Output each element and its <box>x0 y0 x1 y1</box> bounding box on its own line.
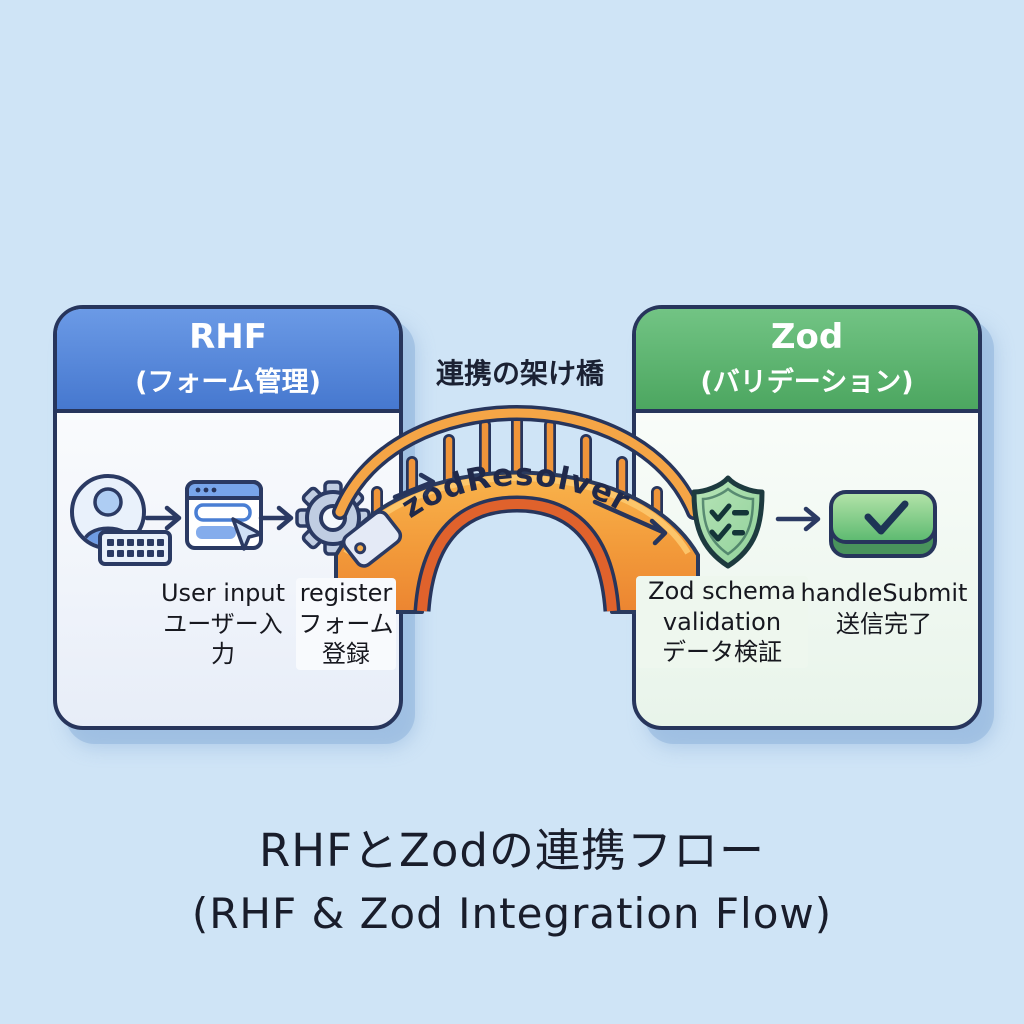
check-icon <box>864 500 909 535</box>
check-icon <box>709 523 732 542</box>
label-zod-validation: Zod schema validation データ検証 <box>636 576 808 669</box>
rhf-panel-header: RHF (フォーム管理) <box>57 309 399 413</box>
bridge-arrow-right <box>592 499 668 546</box>
bridge-arrow-left <box>392 472 436 500</box>
label-register-en: register <box>299 579 393 607</box>
label-user-input-ja: ユーザー入力 <box>163 609 283 669</box>
check-icon <box>709 503 732 522</box>
label-register: register フォーム登録 <box>296 578 396 671</box>
form-window-icon <box>185 480 263 551</box>
zod-panel-title: Zod <box>770 316 844 357</box>
label-handle-submit-ja: 送信完了 <box>836 609 932 638</box>
tag-icon <box>341 510 403 568</box>
shield-check-icon <box>691 475 765 569</box>
diagram-title: RHFとZodの連携フロー (RHF & Zod Integration Flo… <box>0 814 1024 938</box>
label-user-input: User input ユーザー入力 <box>155 578 291 670</box>
arrow-right-icon <box>144 505 182 531</box>
label-handle-submit: handleSubmit 送信完了 <box>800 578 968 639</box>
diagram-title-en: (RHF & Zod Integration Flow) <box>191 889 833 938</box>
arrow-right-icon <box>258 505 294 531</box>
cursor-icon <box>231 517 263 551</box>
arrow-right-icon <box>775 506 821 532</box>
keyboard-icon <box>98 530 172 566</box>
zod-panel-header: Zod (バリデーション) <box>636 309 978 413</box>
zod-panel-subtitle: (バリデーション) <box>700 367 914 399</box>
rhf-panel-subtitle: (フォーム管理) <box>135 367 321 399</box>
rhf-panel-title: RHF <box>189 316 267 357</box>
diagram-title-ja: RHFとZodの連携フロー <box>259 824 765 877</box>
label-user-input-en: User input <box>160 579 286 607</box>
bridge-caption: 連携の架け橋 <box>435 357 604 390</box>
label-register-ja: フォーム登録 <box>298 609 394 669</box>
submit-button-icon <box>829 490 937 558</box>
label-handle-submit-en: handleSubmit <box>800 579 968 607</box>
label-zod-validation-en: Zod schema validation <box>648 577 796 636</box>
user-keyboard-icon <box>70 474 172 566</box>
label-zod-validation-ja: データ検証 <box>662 638 782 667</box>
